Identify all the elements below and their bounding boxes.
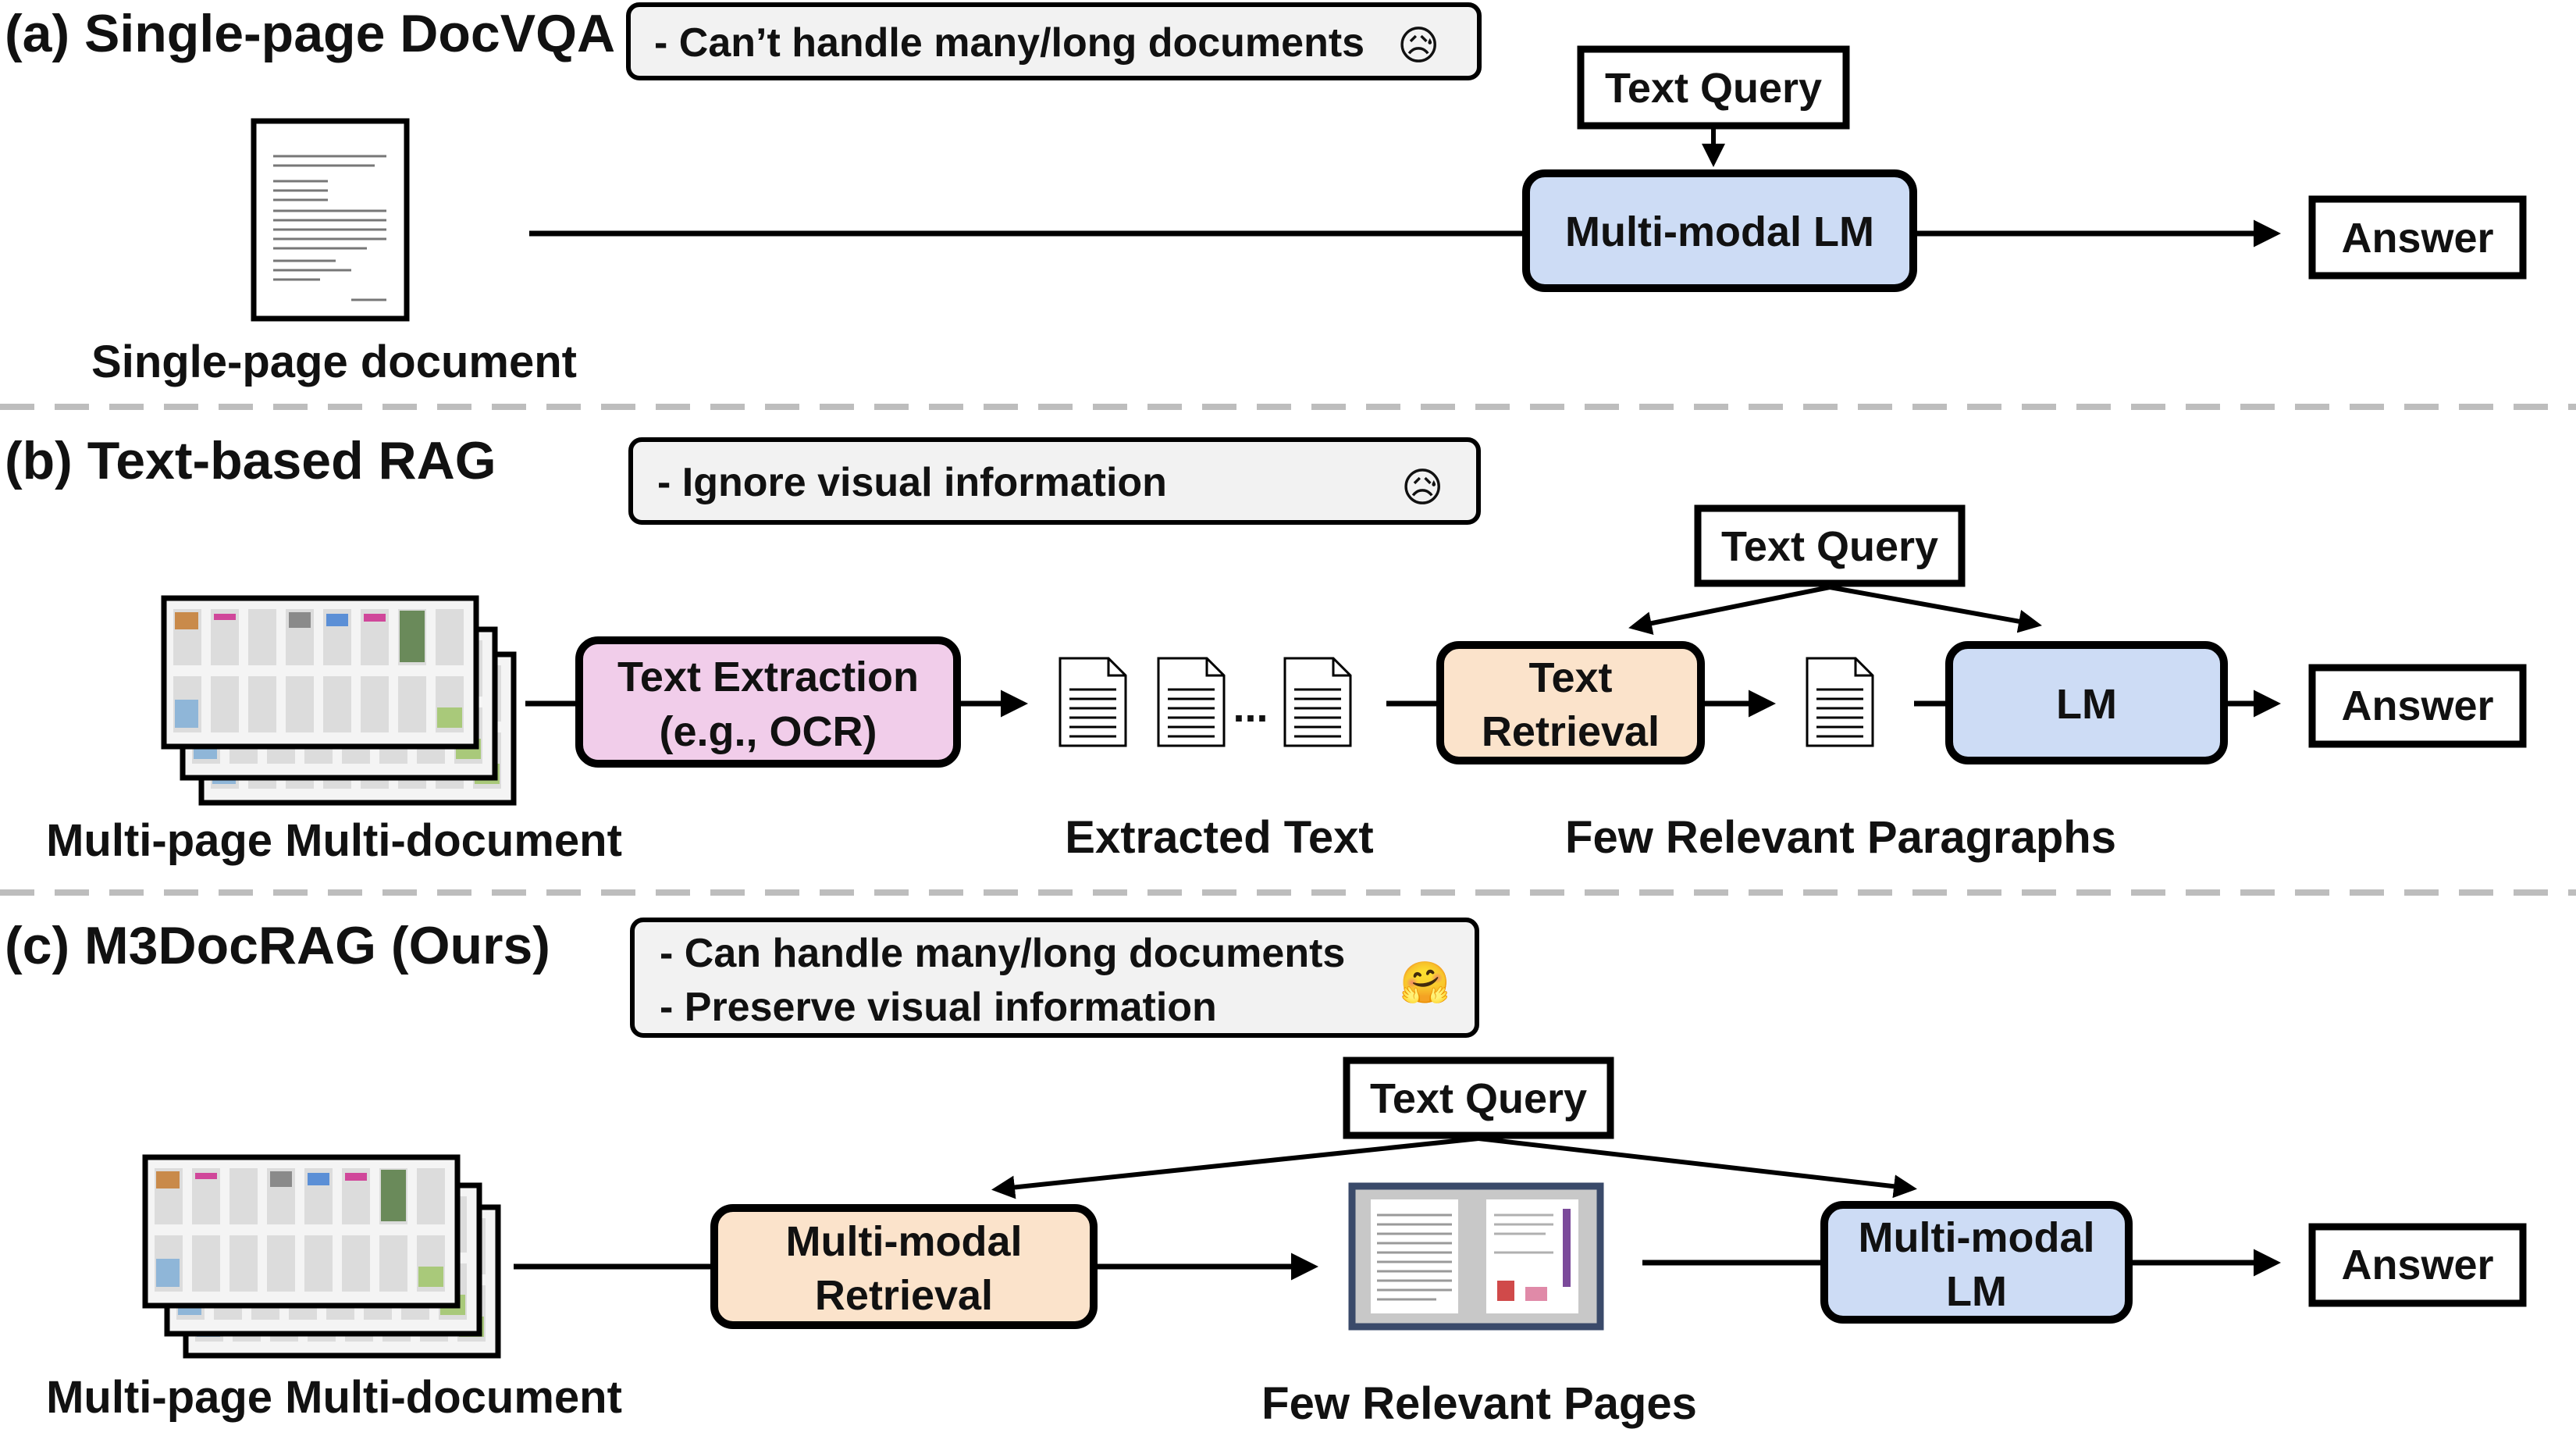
section-c-note-line1: - Can handle many/long documents bbox=[660, 931, 1345, 976]
extracted-text-docs-icon bbox=[1059, 657, 1352, 747]
single-page-document-icon bbox=[251, 118, 410, 322]
section-a-note-text: - Can’t handle many/long documents bbox=[654, 20, 1364, 66]
multi-page-documents-icon-c bbox=[145, 1157, 498, 1356]
lm-label-b: LM bbox=[2056, 681, 2117, 728]
section-b-note: - Ignore visual information 😥 bbox=[628, 437, 1481, 525]
text-extraction-box: Text Extraction (e.g., OCR) bbox=[575, 636, 961, 768]
query-to-lm-arrow-c bbox=[1478, 1136, 1917, 1199]
answer-box-c: Answer bbox=[2308, 1223, 2527, 1307]
text-query-label-c: Text Query bbox=[1370, 1075, 1587, 1122]
multimodal-lm-label-c-line2: LM bbox=[1946, 1268, 2007, 1315]
few-relevant-pages-label: Few Relevant Pages bbox=[1261, 1378, 1697, 1429]
text-query-box-c: Text Query bbox=[1343, 1057, 1614, 1139]
multimodal-retrieval-box: Multi-modal Retrieval bbox=[710, 1204, 1098, 1329]
relevant-pages-thumbnail bbox=[1348, 1182, 1604, 1331]
sad-emoji-icon: 😥 bbox=[1401, 465, 1443, 511]
section-c-note: - Can handle many/long documents - Prese… bbox=[630, 918, 1479, 1038]
answer-box-a: Answer bbox=[2308, 195, 2527, 280]
section-a-note: - Can’t handle many/long documents 😥 bbox=[626, 2, 1482, 80]
section-b-note-text: - Ignore visual information bbox=[657, 460, 1167, 505]
answer-box-b: Answer bbox=[2308, 664, 2527, 748]
text-retrieval-label-line1: Text bbox=[1528, 654, 1612, 701]
multimodal-lm-label-c-line1: Multi-modal bbox=[1859, 1214, 2095, 1261]
text-extraction-label-line2: (e.g., OCR) bbox=[660, 708, 877, 755]
multimodal-lm-label-a: Multi-modal LM bbox=[1565, 208, 1874, 255]
sad-emoji-icon: 😥 bbox=[1397, 23, 1439, 69]
section-b-title: (b) Text-based RAG bbox=[5, 431, 496, 490]
section-c-title: (c) M3DocRAG (Ours) bbox=[5, 916, 550, 975]
section-a-title: (a) Single-page DocVQA bbox=[5, 4, 615, 63]
extracted-text-label: Extracted Text bbox=[1065, 812, 1373, 863]
text-query-box-a: Text Query bbox=[1577, 45, 1850, 130]
text-query-label-a: Text Query bbox=[1605, 65, 1822, 112]
answer-label-b: Answer bbox=[2341, 682, 2493, 729]
section-a: (a) Single-page DocVQA - Can’t handle ma… bbox=[5, 2, 2527, 387]
text-retrieval-box: Text Retrieval bbox=[1436, 641, 1705, 764]
multi-page-document-label-c: Multi-page Multi-document bbox=[46, 1372, 622, 1423]
query-to-retrieval-arrow-c bbox=[991, 1136, 1479, 1199]
multi-page-document-label-b: Multi-page Multi-document bbox=[46, 815, 622, 866]
multimodal-lm-box-c: Multi-modal LM bbox=[1820, 1201, 2133, 1324]
ellipsis: ... bbox=[1233, 684, 1268, 731]
section-c-note-line2: - Preserve visual information bbox=[660, 985, 1217, 1030]
text-query-box-b: Text Query bbox=[1694, 504, 1966, 587]
section-b: (b) Text-based RAG - Ignore visual infor… bbox=[5, 431, 2527, 866]
query-to-retrieval-arrow-b bbox=[1628, 585, 1831, 635]
text-retrieval-label-line2: Retrieval bbox=[1482, 708, 1660, 755]
lm-box-b: LM bbox=[1945, 641, 2228, 764]
single-page-document-label: Single-page document bbox=[91, 337, 577, 387]
hugging-emoji-icon: 🤗 bbox=[1400, 960, 1450, 1006]
multimodal-lm-box-a: Multi-modal LM bbox=[1522, 169, 1917, 292]
few-relevant-paragraphs-label: Few Relevant Paragraphs bbox=[1565, 812, 2116, 863]
relevant-paragraph-icon bbox=[1806, 657, 1874, 747]
answer-label-a: Answer bbox=[2341, 215, 2493, 262]
section-c: (c) M3DocRAG (Ours) - Can handle many/lo… bbox=[5, 916, 2527, 1429]
multimodal-retrieval-label-line1: Multi-modal bbox=[786, 1218, 1023, 1265]
answer-label-c: Answer bbox=[2341, 1242, 2493, 1288]
text-query-label-b: Text Query bbox=[1721, 523, 1938, 570]
multimodal-retrieval-label-line2: Retrieval bbox=[815, 1272, 993, 1319]
multi-page-documents-icon-b bbox=[164, 598, 514, 803]
text-extraction-label-line1: Text Extraction bbox=[617, 654, 919, 700]
query-to-lm-arrow-b bbox=[1829, 585, 2042, 633]
